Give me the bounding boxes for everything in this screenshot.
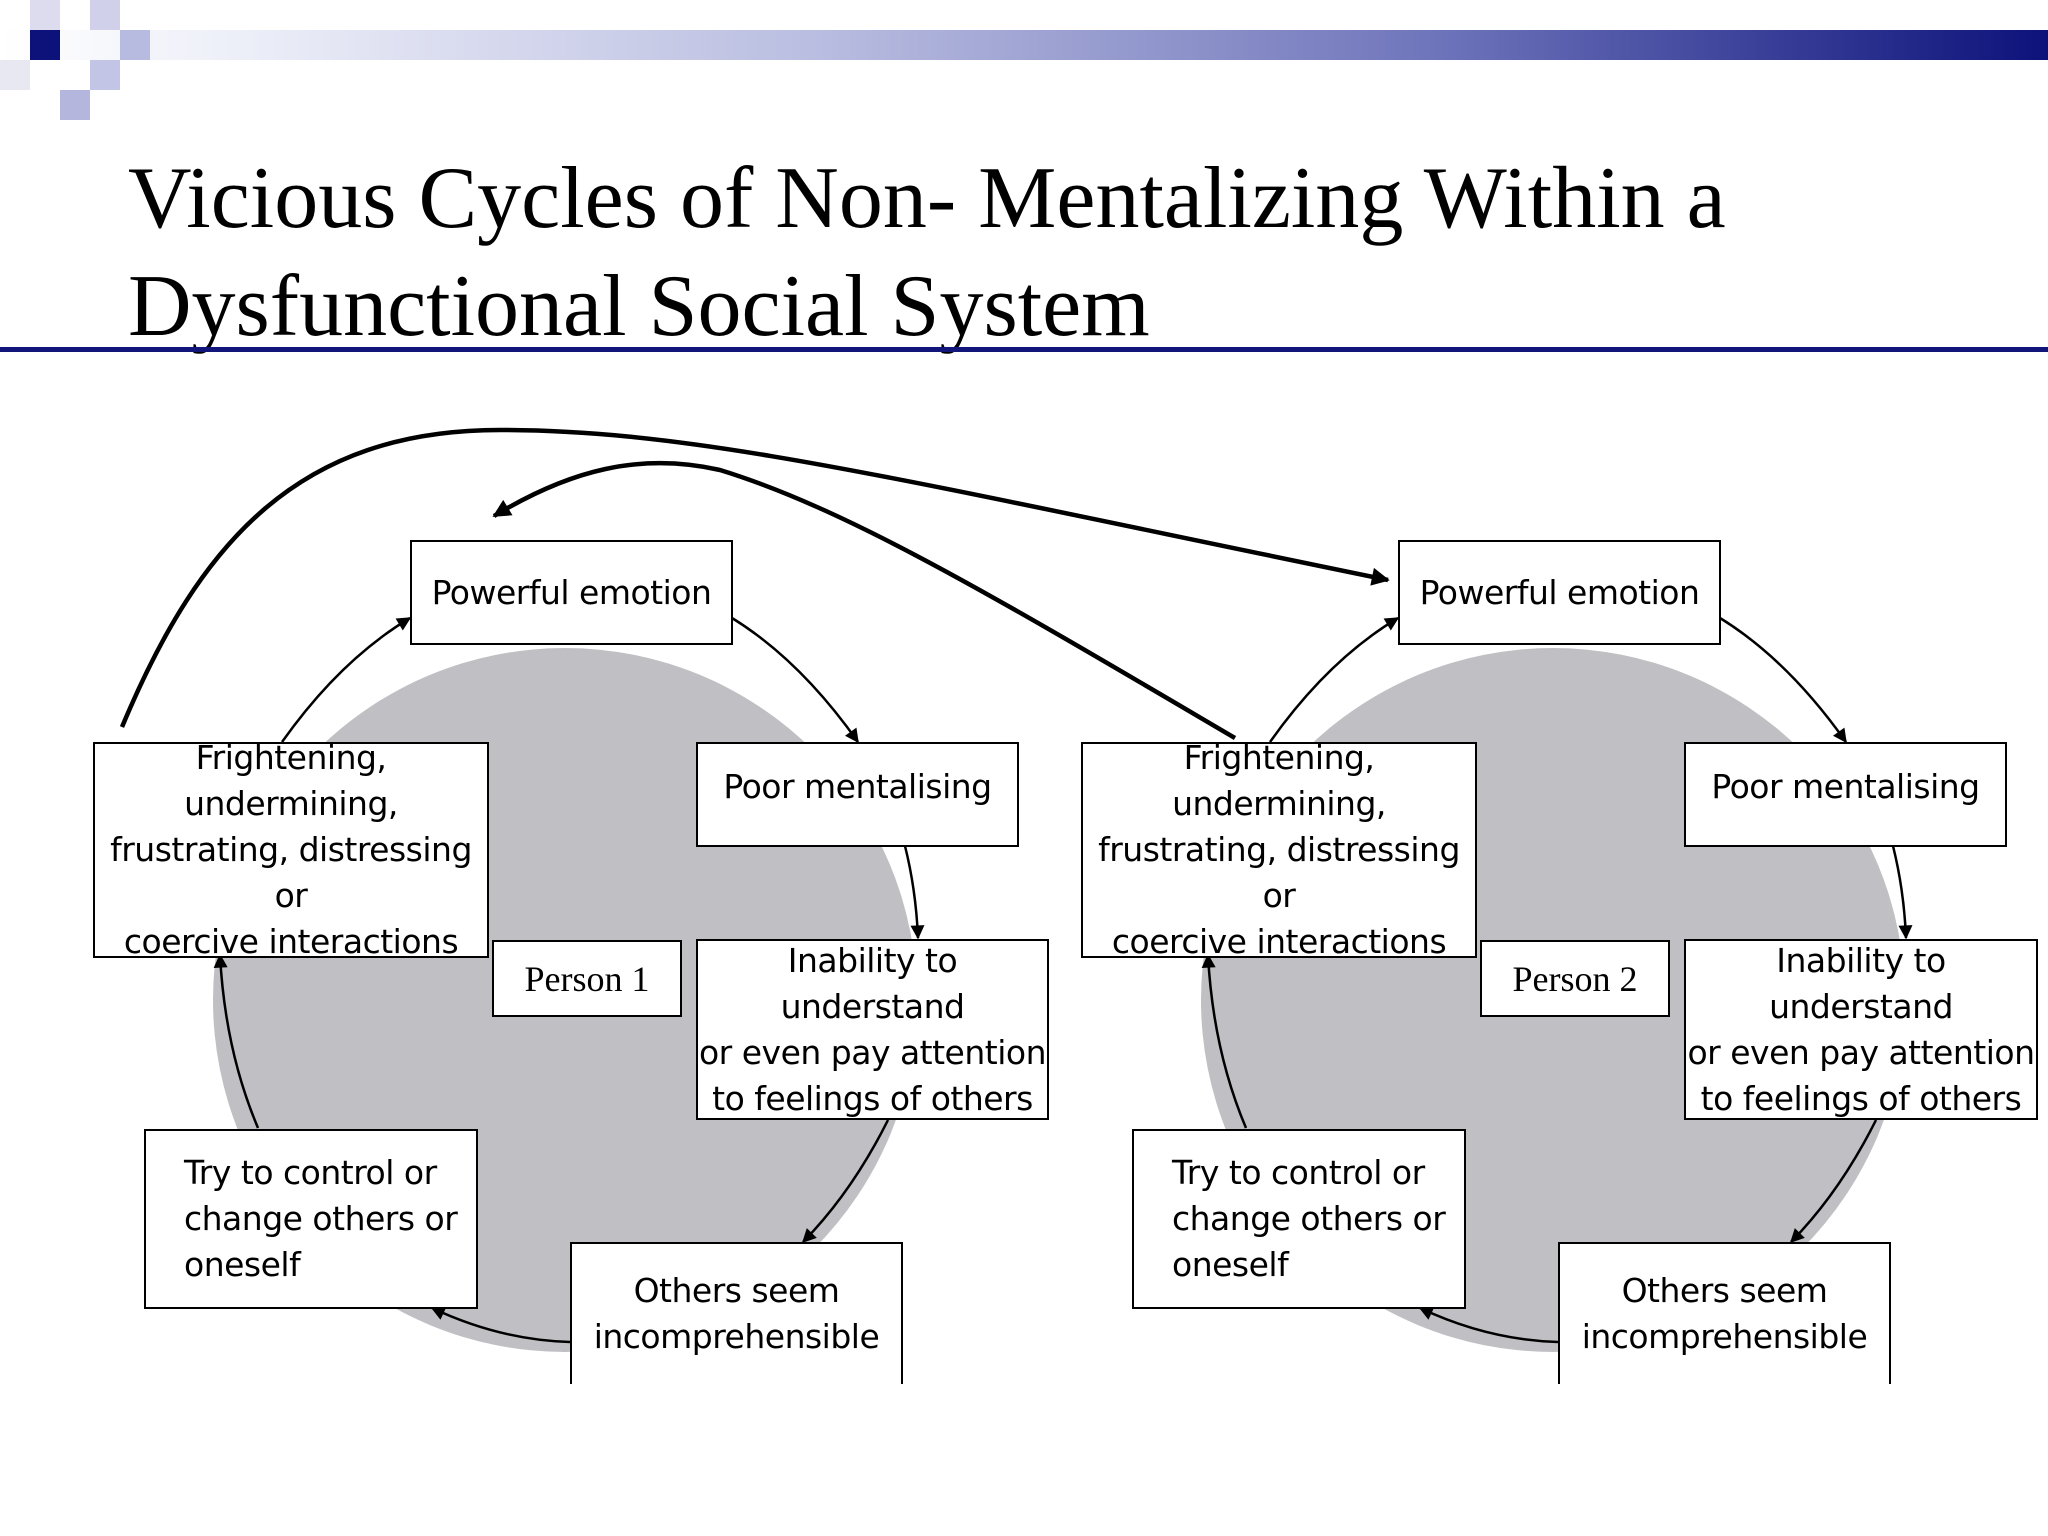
arrow-inability-to-others-2 xyxy=(1790,1119,1878,1244)
title-underline xyxy=(0,347,2048,352)
box-try-to-control-2: Try to control or change others or onese… xyxy=(1132,1129,1466,1309)
box-frightening-2: Frightening, undermining, frustrating, d… xyxy=(1081,738,1477,961)
box-inability-2: Inability to understand or even pay atte… xyxy=(1684,939,2038,1120)
box-powerful-emotion-1: Powerful emotion xyxy=(410,540,733,645)
person-label-2: Person 2 xyxy=(1480,940,1670,1017)
arrow-emotion-to-mentalising-2 xyxy=(1719,616,1848,744)
decor-square-mid xyxy=(90,0,120,30)
decor-square-dark xyxy=(30,30,60,60)
box-others-seem-2: Others seem incomprehensible xyxy=(1558,1242,1891,1384)
box-frightening-1: Frightening, undermining, frustrating, d… xyxy=(93,738,489,961)
arrow-others-to-try-1 xyxy=(430,1306,571,1344)
decor-square-light xyxy=(0,60,30,90)
arrow-others-to-try-2 xyxy=(1418,1306,1559,1344)
arrow-frightening-to-emotion-2 xyxy=(1268,616,1400,743)
arrow-emotion-to-mentalising-1 xyxy=(731,616,860,744)
slide-title: Vicious Cycles of Non- Mentalizing Withi… xyxy=(128,150,1726,355)
arrow-mentalising-to-inability-1 xyxy=(903,845,925,940)
arrow-inability-to-others-1 xyxy=(802,1119,890,1244)
title-gradient-bar xyxy=(0,30,2048,60)
arrow-frightening-to-emotion-1 xyxy=(280,616,412,743)
box-inability-1: Inability to understand or even pay atte… xyxy=(696,939,1049,1120)
box-poor-mentalising-2: Poor mentalising xyxy=(1684,742,2007,847)
arrow-try-to-frightening-1 xyxy=(213,953,260,1129)
arrow-frightening-2-to-emotion-1 xyxy=(492,460,1237,740)
arrow-try-to-frightening-2 xyxy=(1201,953,1248,1129)
decor-square-light xyxy=(30,0,60,30)
person-label-1: Person 1 xyxy=(492,940,682,1017)
box-poor-mentalising-1: Poor mentalising xyxy=(696,742,1019,847)
arrow-frightening-1-to-emotion-2 xyxy=(119,427,1390,728)
decor-square-mid xyxy=(60,90,90,120)
decor-square-mid xyxy=(90,60,120,90)
arrow-mentalising-to-inability-2 xyxy=(1891,845,1913,940)
box-others-seem-1: Others seem incomprehensible xyxy=(570,1242,903,1384)
box-powerful-emotion-2: Powerful emotion xyxy=(1398,540,1721,645)
decor-square-mid xyxy=(120,30,150,60)
box-try-to-control-1: Try to control or change others or onese… xyxy=(144,1129,478,1309)
